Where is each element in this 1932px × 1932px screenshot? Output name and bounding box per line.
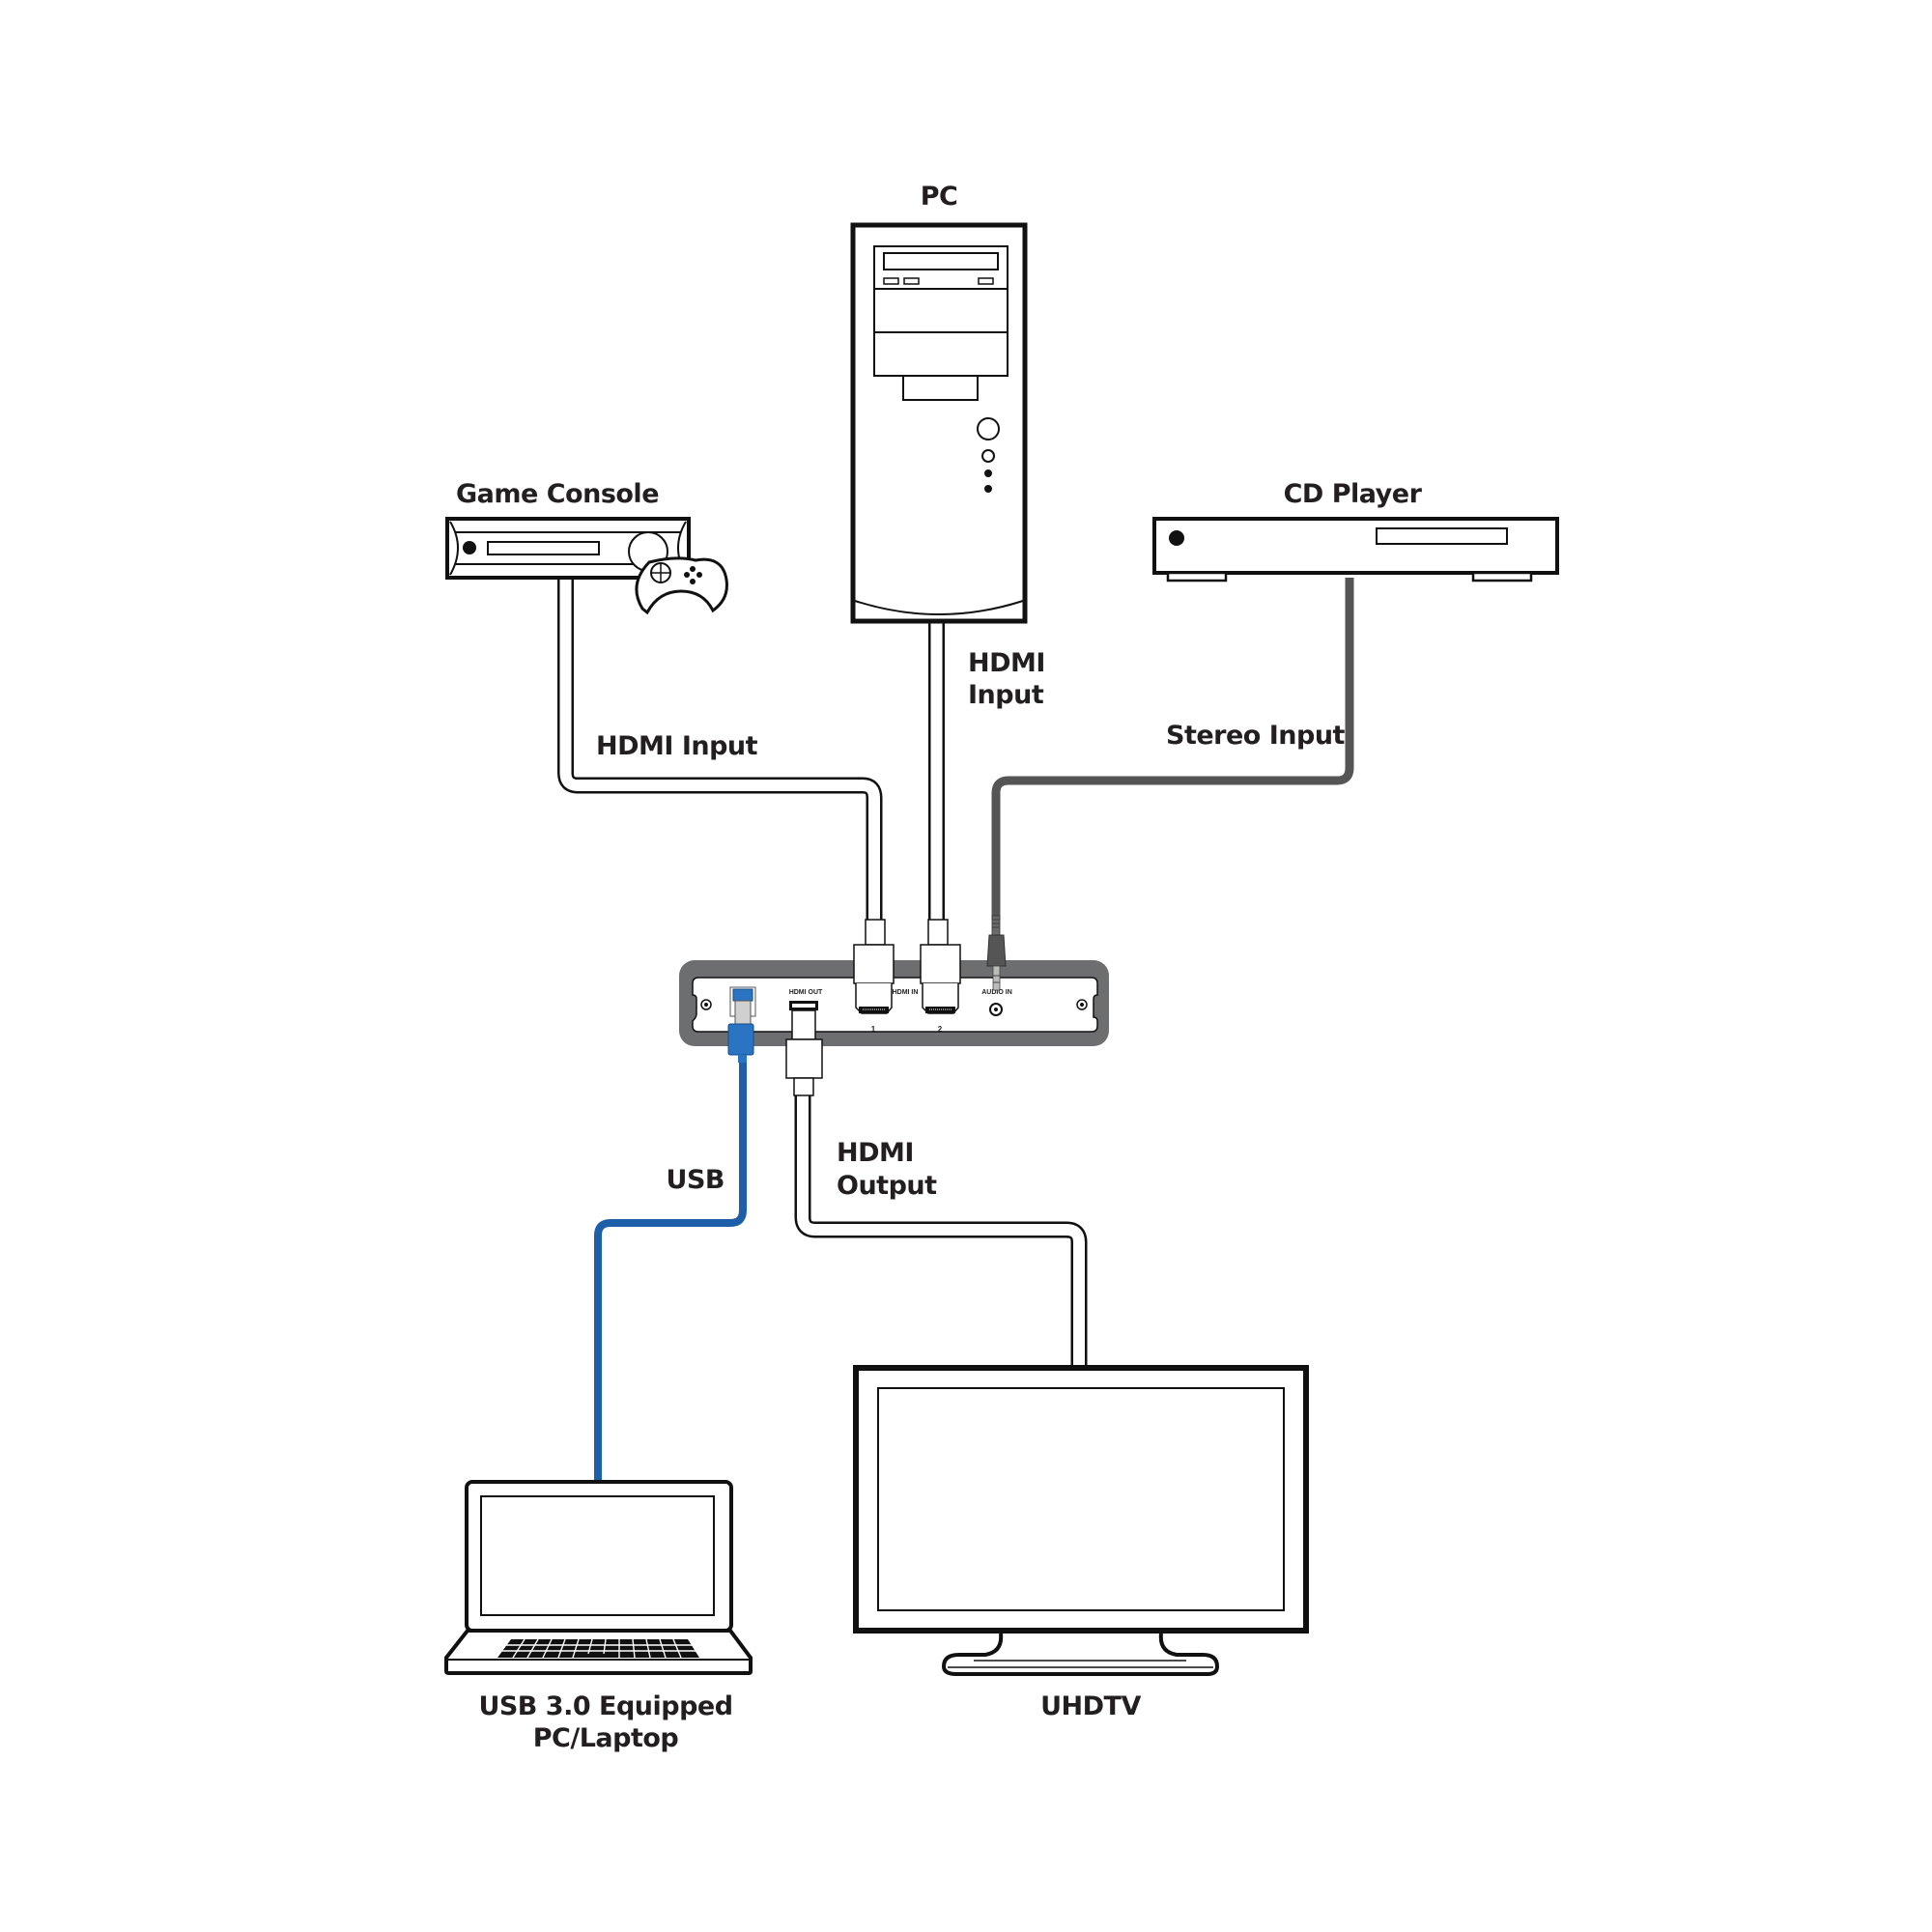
usb-cable-label: USB	[667, 1165, 724, 1195]
hdmi-in-2-plug	[920, 944, 961, 984]
pc-label: PC	[921, 182, 958, 212]
hdmi-in-port-label: HDMI IN	[893, 989, 919, 996]
audio-in-port-label: AUDIO IN	[981, 989, 1012, 996]
hdmi-output-cable-label-line1: HDMI	[837, 1138, 914, 1168]
usb-plug	[727, 1023, 754, 1056]
audio-in-port[interactable]	[986, 915, 1007, 1016]
laptop-label-line1: USB 3.0 Equipped	[478, 1691, 732, 1721]
hdmi-in-2-label: 2	[938, 1025, 943, 1034]
game-console-label: Game Console	[456, 479, 659, 509]
power-button-icon	[977, 417, 1000, 440]
hdmi-out-plug	[785, 1038, 823, 1079]
laptop-screen	[480, 1495, 715, 1616]
stereo-audio-cable	[991, 578, 1354, 920]
game-controller-icon	[635, 556, 728, 615]
hub-device[interactable]: HDMI OUT HDMI IN AUDIO IN 1 2	[679, 915, 1109, 1096]
tv-stand	[941, 1633, 1220, 1676]
disc-slot	[487, 541, 600, 555]
cd-player[interactable]: CD Player	[1152, 479, 1559, 582]
usb-port[interactable]	[727, 986, 756, 1063]
game-console[interactable]: Game Console	[445, 479, 728, 615]
optical-drive-slot	[883, 252, 999, 270]
hdmi-in-1-label: 1	[871, 1025, 876, 1034]
hdmi-output-cable	[794, 1092, 1088, 1365]
hdmi-output-cable-label-line2: Output	[837, 1171, 937, 1201]
screw-icon	[700, 999, 712, 1010]
pc-hdmi-cable-label-line2: Input	[968, 680, 1044, 710]
cd-tray-slot	[1376, 527, 1508, 545]
stereo-cable-path	[991, 578, 1354, 920]
cd-player-label: CD Player	[1284, 479, 1423, 509]
game-hdmi-cable-label: HDMI Input	[596, 731, 758, 761]
stereo-cable-label: Stereo Input	[1166, 721, 1346, 751]
uhdtv[interactable]: UHDTV	[853, 1365, 1309, 1721]
pc-hdmi-cable-label-line1: HDMI	[968, 648, 1045, 678]
hdmi-out-port[interactable]	[785, 1001, 823, 1096]
usb-cable	[594, 1061, 747, 1483]
hdmi-out-port-label: HDMI OUT	[789, 989, 823, 996]
laptop[interactable]: USB 3.0 Equipped PC/Laptop	[444, 1480, 753, 1753]
tv-screen	[877, 1387, 1285, 1611]
keyboard-icon	[497, 1638, 699, 1659]
laptop-label-line2: PC/Laptop	[533, 1723, 679, 1753]
hdmi-in-1-port[interactable]	[853, 919, 895, 1014]
pc-tower[interactable]: PC	[850, 182, 1028, 624]
screw-icon	[1076, 999, 1088, 1010]
hdmi-in-1-plug	[853, 944, 895, 984]
game-console-hdmi-cable	[557, 578, 883, 929]
tv-label: UHDTV	[1040, 1691, 1141, 1721]
audio-plug	[986, 934, 1007, 967]
hdmi-in-2-port[interactable]	[920, 919, 961, 1014]
